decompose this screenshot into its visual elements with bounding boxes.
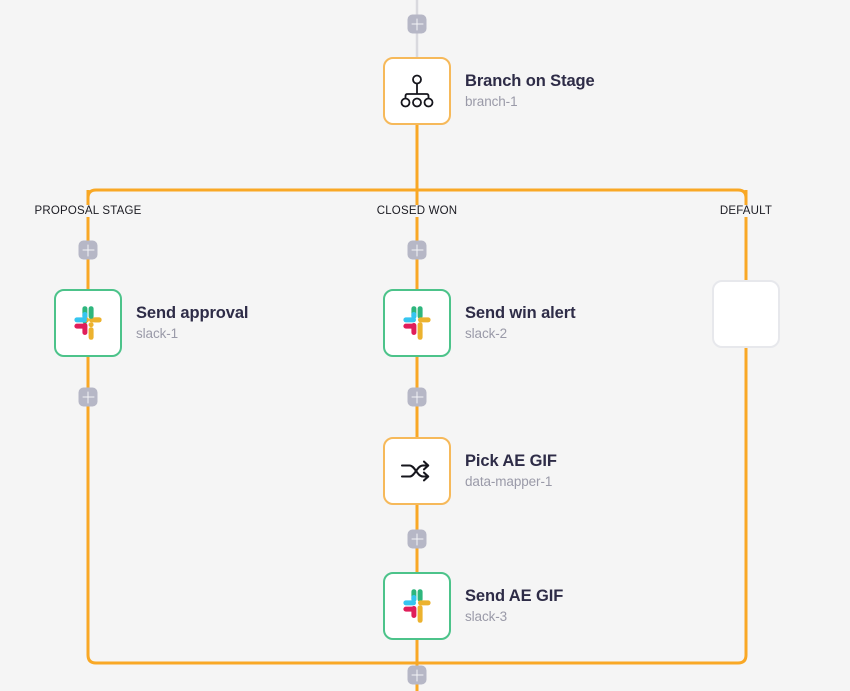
workflow-node-slack-1[interactable]: Send approval slack-1	[54, 289, 249, 357]
node-icon-box[interactable]	[383, 572, 451, 640]
node-labels: Pick AE GIF data-mapper-1	[465, 450, 557, 493]
node-subtitle: slack-3	[465, 609, 508, 624]
node-subtitle: branch-1	[465, 94, 518, 109]
branch-label-proposal-stage: PROPOSAL STAGE	[29, 205, 147, 217]
node-icon-box[interactable]	[54, 289, 122, 357]
workflow-node-slack-3[interactable]: Send AE GIF slack-3	[383, 572, 563, 640]
add-step-top-button[interactable]	[407, 14, 427, 34]
node-subtitle: data-mapper-1	[465, 474, 553, 489]
node-labels: Send approval slack-1	[136, 302, 249, 345]
branch-label-closed-won: CLOSED WON	[371, 205, 463, 217]
workflow-node-slack-2[interactable]: Send win alert slack-2	[383, 289, 576, 357]
workflow-node-data-mapper-1[interactable]: Pick AE GIF data-mapper-1	[383, 437, 557, 505]
node-title: Branch on Stage	[465, 71, 595, 90]
node-title: Send AE GIF	[465, 586, 564, 605]
node-labels: Send win alert slack-2	[465, 302, 576, 345]
add-step-closedwon-mid-button[interactable]	[407, 387, 427, 407]
node-labels: Branch on Stage branch-1	[465, 70, 595, 113]
node-labels: Send AE GIF slack-3	[465, 585, 563, 628]
shuffle-icon	[400, 460, 430, 482]
add-step-closedwon-low-button[interactable]	[407, 529, 427, 549]
add-step-proposal-top-button[interactable]	[78, 240, 98, 260]
node-subtitle: slack-1	[136, 326, 179, 341]
branch-label-default: DEFAULT	[714, 205, 778, 217]
node-title: Pick AE GIF	[465, 451, 557, 470]
workflow-node-branch-1[interactable]: Branch on Stage branch-1	[383, 57, 595, 125]
node-title: Send approval	[136, 303, 249, 322]
workflow-node-placeholder-1[interactable]	[712, 280, 780, 348]
add-step-merge-button[interactable]	[407, 665, 427, 685]
slack-icon	[403, 306, 431, 340]
add-step-proposal-bottom-button[interactable]	[78, 387, 98, 407]
node-icon-box[interactable]	[383, 289, 451, 357]
slack-icon	[74, 306, 102, 340]
node-icon-box[interactable]	[383, 437, 451, 505]
empty-placeholder-icon[interactable]	[712, 280, 780, 348]
slack-icon	[403, 589, 431, 623]
branch-tree-icon	[400, 74, 434, 108]
node-icon-box[interactable]	[383, 57, 451, 125]
add-step-closedwon-top-button[interactable]	[407, 240, 427, 260]
node-title: Send win alert	[465, 303, 576, 322]
node-subtitle: slack-2	[465, 326, 508, 341]
